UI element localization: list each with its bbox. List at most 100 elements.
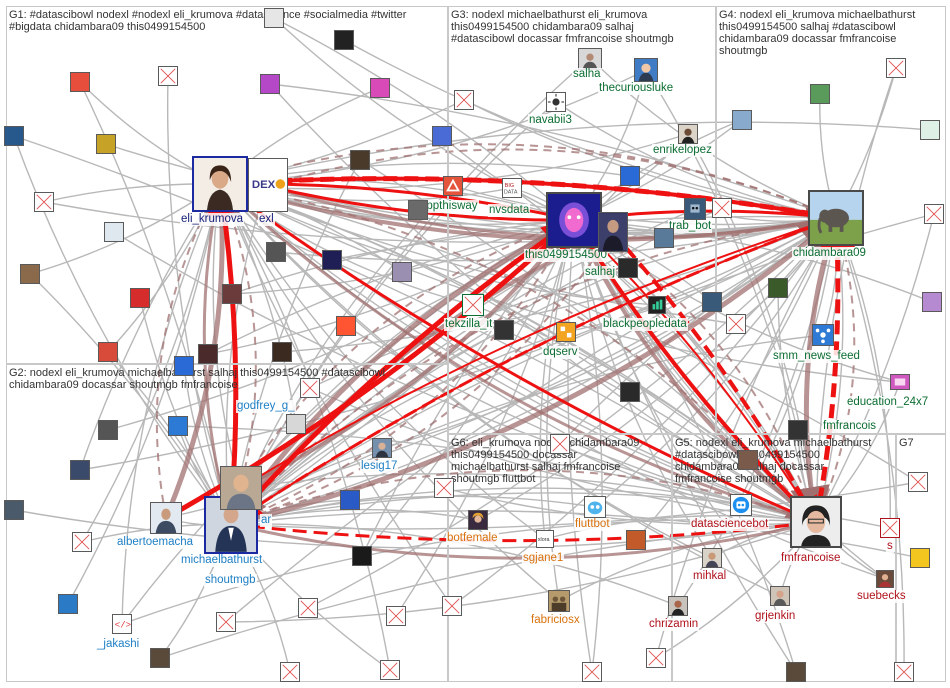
graph-node[interactable] — [158, 66, 178, 86]
node-fmfrancois[interactable]: fmfrancois — [822, 404, 878, 433]
graph-node[interactable] — [370, 78, 390, 98]
graph-node[interactable] — [712, 198, 732, 218]
node-s[interactable]: s — [880, 518, 900, 553]
graph-node[interactable] — [922, 292, 942, 312]
node-blackpeopledata[interactable]: blackpeopledata — [602, 296, 688, 331]
node-salhaj[interactable]: salhaj — [584, 212, 628, 279]
node-navabii3[interactable]: navabii3 — [528, 92, 573, 127]
graph-node[interactable] — [732, 110, 752, 130]
node-education-24x7[interactable]: education_24x7 — [846, 374, 930, 409]
graph-node[interactable] — [408, 200, 428, 220]
node-suebecks[interactable]: suebecks — [856, 570, 907, 603]
graph-node[interactable] — [434, 478, 454, 498]
node-datasciencebot[interactable]: datasciencebot — [690, 494, 770, 531]
graph-node[interactable] — [336, 316, 356, 336]
node-fmfrancoise[interactable]: fmfrancoise — [780, 496, 842, 565]
node-shoutmgb[interactable]: shoutmgb — [204, 566, 257, 587]
node-tekzilla-it[interactable]: tekzilla_it — [444, 294, 494, 331]
graph-node[interactable] — [886, 58, 906, 78]
graph-node[interactable] — [620, 166, 640, 186]
graph-node[interactable] — [626, 530, 646, 550]
graph-node[interactable] — [924, 204, 944, 224]
graph-node[interactable] — [104, 222, 124, 242]
node-smm-news-feed[interactable]: smm_news_feed — [772, 324, 861, 363]
graph-node[interactable] — [260, 74, 280, 94]
node-salha[interactable]: salha — [572, 48, 602, 81]
graph-node[interactable] — [550, 434, 570, 454]
graph-node[interactable] — [908, 472, 928, 492]
node-dqserv[interactable]: dqserv — [542, 322, 579, 359]
graph-node[interactable] — [340, 490, 360, 510]
graph-node[interactable] — [654, 228, 674, 248]
node-exl[interactable]: DEX exl — [248, 158, 288, 226]
graph-node[interactable] — [300, 378, 320, 398]
graph-node[interactable] — [150, 648, 170, 668]
graph-node[interactable] — [810, 84, 830, 104]
graph-node[interactable] — [130, 288, 150, 308]
graph-node[interactable] — [620, 382, 640, 402]
graph-node[interactable] — [322, 250, 342, 270]
graph-node[interactable] — [334, 30, 354, 50]
graph-node[interactable] — [646, 648, 666, 668]
graph-node[interactable] — [4, 500, 24, 520]
graph-node[interactable] — [222, 284, 242, 304]
graph-node[interactable] — [174, 356, 194, 376]
graph-node[interactable] — [264, 8, 284, 28]
graph-node[interactable] — [168, 416, 188, 436]
node-thecuriousluke[interactable]: thecuriousluke — [598, 58, 675, 95]
graph-node[interactable] — [786, 662, 806, 682]
graph-node[interactable] — [216, 612, 236, 632]
graph-node[interactable] — [34, 192, 54, 212]
node-jakashi[interactable]: </> _jakashi — [96, 614, 141, 651]
graph-node[interactable] — [392, 262, 412, 282]
graph-node[interactable] — [198, 344, 218, 364]
node-lesig17[interactable]: lesig17 — [360, 438, 399, 473]
graph-node[interactable] — [70, 460, 90, 480]
node-ar[interactable]: ar — [220, 466, 273, 527]
node-godfrey-g[interactable]: godfrey_g_ — [236, 394, 296, 413]
graph-node[interactable] — [702, 292, 722, 312]
graph-node[interactable] — [432, 126, 452, 146]
node-chrizamin[interactable]: chrizamin — [648, 596, 700, 631]
graph-node[interactable] — [20, 264, 40, 284]
graph-node[interactable] — [894, 662, 914, 682]
node-botfemale[interactable]: botfemale — [446, 510, 499, 545]
node-sgjane1[interactable]: xlora sgjane1 — [522, 530, 565, 565]
node-albertoemacha[interactable]: albertoemacha — [116, 502, 195, 549]
node-chidambara09[interactable]: chidambara09 — [792, 190, 867, 260]
graph-node[interactable] — [96, 134, 116, 154]
graph-node[interactable] — [726, 314, 746, 334]
graph-node[interactable] — [920, 120, 940, 140]
graph-node[interactable] — [494, 320, 514, 340]
graph-node[interactable] — [98, 420, 118, 440]
node-enrikelopez[interactable]: enrikelopez — [652, 124, 713, 157]
graph-node[interactable] — [98, 342, 118, 362]
node-mihkal[interactable]: mihkal — [692, 548, 728, 583]
node-fluttbot[interactable]: fluttbot — [574, 496, 611, 531]
graph-node[interactable] — [910, 548, 930, 568]
graph-node[interactable] — [350, 150, 370, 170]
node-this0499154500[interactable]: this0499154500 — [524, 192, 608, 262]
graph-node[interactable] — [738, 450, 758, 470]
graph-node[interactable] — [582, 662, 602, 682]
node-appthisway[interactable]: appthisway — [419, 176, 479, 213]
graph-node[interactable] — [266, 242, 286, 262]
graph-node[interactable] — [352, 546, 372, 566]
graph-node[interactable] — [380, 660, 400, 680]
node-fabriciosx[interactable]: fabriciosx — [530, 590, 581, 627]
graph-node[interactable] — [442, 596, 462, 616]
graph-node[interactable] — [58, 594, 78, 614]
graph-node[interactable] — [280, 662, 300, 682]
graph-node[interactable] — [788, 420, 808, 440]
graph-node[interactable] — [386, 606, 406, 626]
graph-node[interactable] — [286, 414, 306, 434]
graph-node[interactable] — [454, 90, 474, 110]
node-grjenkin[interactable]: grjenkin — [754, 586, 797, 623]
graph-node[interactable] — [72, 532, 92, 552]
graph-node[interactable] — [768, 278, 788, 298]
graph-node[interactable] — [298, 598, 318, 618]
graph-node[interactable] — [4, 126, 24, 146]
node-trab-bot[interactable]: trab_bot — [668, 198, 713, 233]
graph-node[interactable] — [618, 258, 638, 278]
